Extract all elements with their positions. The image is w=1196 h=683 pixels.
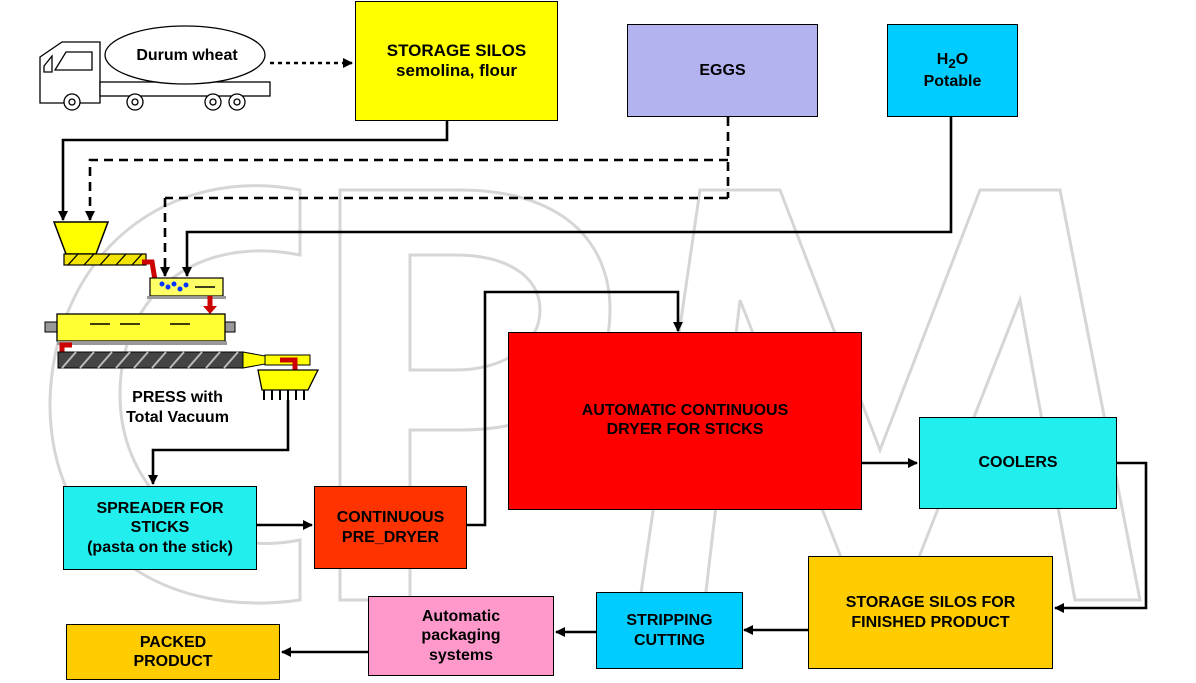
water-potable-label: Potable (923, 72, 982, 90)
arrow-eggs-to-hopper (90, 117, 730, 220)
dryer-line1: AUTOMATIC CONTINUOUS (581, 402, 789, 419)
eggs-label: EGGS (699, 61, 746, 79)
truck-label: Durum wheat (136, 47, 238, 64)
eggs-box: EGGS (627, 24, 818, 117)
pre-dryer-box: CONTINUOUS PRE_DRYER (314, 486, 467, 569)
spreader-line1: SPREADER FOR (96, 500, 224, 518)
packaging-line2: packaging (421, 627, 501, 645)
water-formula-o: O (955, 50, 969, 68)
packed-line1: PACKED (139, 633, 207, 651)
spreader-line2: STICKS (130, 519, 190, 537)
arrow-predryer-to-dryer (467, 290, 683, 527)
water-formula: H2O (937, 50, 968, 72)
arrow-press-to-spreader (148, 400, 290, 485)
stripping-box: STRIPPING CUTTING (596, 592, 743, 669)
tanker-truck-icon (39, 25, 271, 111)
mixer-icon (142, 259, 226, 314)
coolers-box: COOLERS (919, 417, 1117, 509)
dryer-line2: DRYER FOR STICKS (606, 421, 764, 439)
arrow-silos-to-hopper (58, 121, 449, 221)
stripping-line1: STRIPPING (626, 612, 713, 630)
water-formula-h: H (936, 50, 949, 68)
coolers-label: COOLERS (978, 454, 1058, 472)
dryer-box: AUTOMATIC CONTINUOUS DRYER FOR STICKS (508, 332, 862, 510)
packaging-line1: Automatic (421, 608, 501, 626)
spreader-line3: (pasta on the stick) (87, 538, 233, 556)
arrow-water-to-mixer (182, 117, 953, 277)
storage-silos-subtitle: semolina, flour (396, 61, 517, 80)
storage-finished-line1: STORAGE SILOS FOR (845, 594, 1016, 612)
hopper-icon (52, 221, 147, 266)
water-box: H2O Potable (887, 24, 1018, 117)
packed-product-box: PACKED PRODUCT (66, 624, 280, 680)
storage-finished-line2: FINISHED PRODUCT (851, 613, 1010, 631)
arrow-coolers-to-storage (1054, 461, 1148, 613)
storage-silos-title: STORAGE SILOS (386, 40, 527, 60)
packed-line2: PRODUCT (133, 653, 213, 670)
water-formula-sub: 2 (948, 56, 956, 71)
stripping-line2: CUTTING (633, 631, 706, 649)
press-label-line2: Total Vacuum (126, 409, 229, 426)
packaging-line3: systems (428, 646, 494, 664)
flow-connectors (58, 58, 1148, 657)
press-label: PRESS with Total Vacuum (95, 388, 260, 428)
storage-silos-box: STORAGE SILOS semolina, flour (355, 1, 558, 121)
pre-dryer-line1: CONTINUOUS (336, 509, 445, 527)
storage-finished-box: STORAGE SILOS FOR FINISHED PRODUCT (808, 556, 1053, 669)
spreader-box: SPREADER FOR STICKS (pasta on the stick) (63, 486, 257, 570)
press-icon (44, 313, 320, 400)
packaging-box: Automatic packaging systems (368, 596, 554, 676)
pre-dryer-line2: PRE_DRYER (341, 528, 440, 546)
press-label-line1: PRESS with (132, 389, 223, 406)
